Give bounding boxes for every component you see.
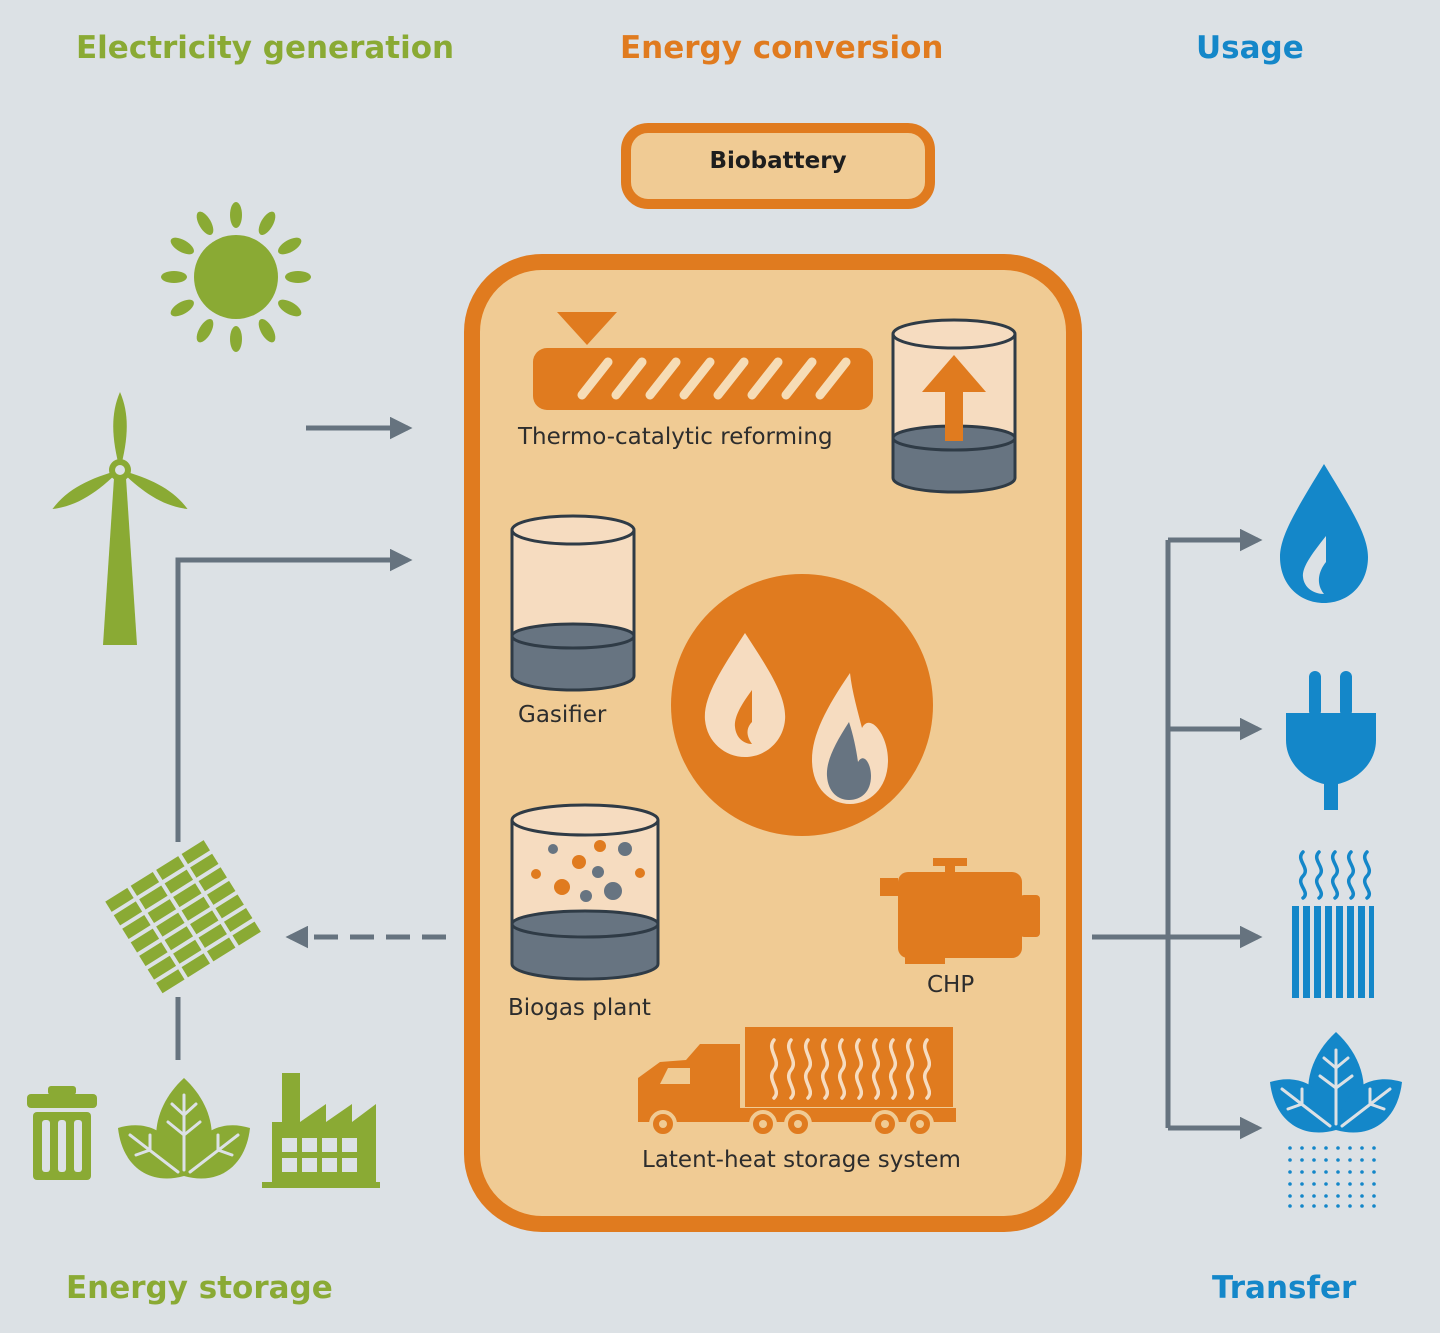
label-chp: CHP (927, 972, 975, 998)
truck-icon (638, 1027, 956, 1138)
label-gasifier: Gasifier (518, 702, 607, 728)
engine-icon (880, 858, 1040, 964)
trash-bin-icon (27, 1086, 97, 1180)
power-plug-icon (1286, 671, 1376, 810)
plant-fertilizer-icon (1270, 1032, 1402, 1208)
tank-icon (891, 318, 1017, 494)
water-drop-icon (1280, 464, 1368, 603)
sun-icon (161, 202, 311, 352)
conveyor-reactor-icon (533, 312, 873, 410)
arrow-storage-to-conversion (175, 548, 413, 842)
heading-transfer: Transfer (1212, 1270, 1357, 1306)
heading-usage: Usage (1196, 30, 1304, 66)
gasifier-tank-icon (510, 514, 636, 692)
solar-panel-icon (105, 840, 261, 994)
biobattery-box (621, 123, 935, 209)
factory-icon (262, 1073, 380, 1188)
heading-energy-conversion: Energy conversion (620, 30, 944, 66)
wind-turbine-icon (52, 392, 188, 645)
heat-radiator-icon (1292, 850, 1374, 998)
label-latent-heat: Latent-heat storage system (642, 1147, 961, 1173)
connector-arrows (175, 416, 1263, 1140)
label-biogas-plant: Biogas plant (508, 995, 651, 1021)
biobattery-title: Biobattery (709, 148, 847, 174)
biogas-tank-icon (510, 803, 660, 981)
oil-flame-icon (671, 574, 933, 836)
heading-energy-storage: Energy storage (66, 1270, 333, 1306)
heading-electricity-generation: Electricity generation (76, 30, 455, 66)
leaves-icon (118, 1078, 250, 1179)
label-thermo-catalytic: Thermo-catalytic reforming (518, 424, 833, 450)
